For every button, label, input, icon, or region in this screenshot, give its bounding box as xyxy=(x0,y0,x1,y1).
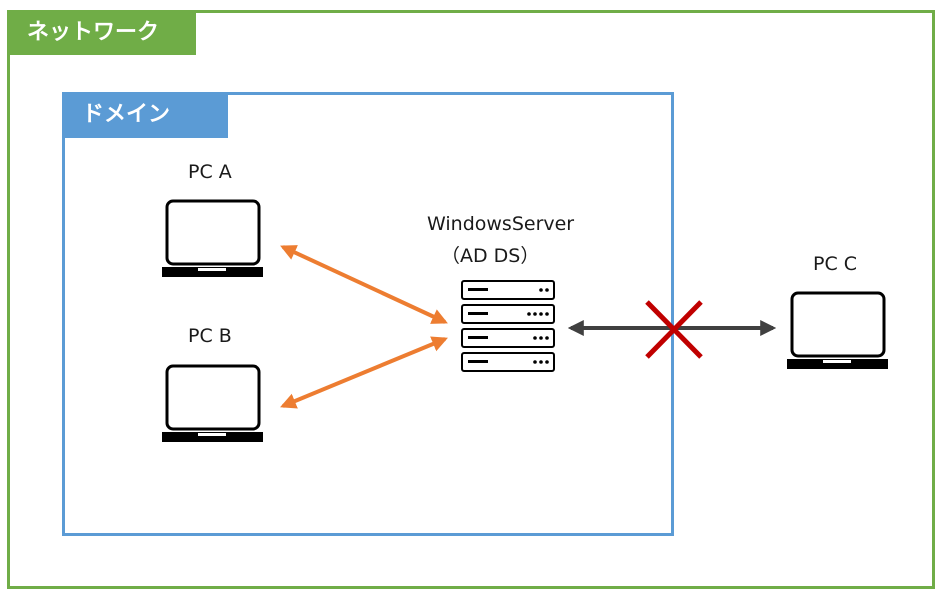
pc-b-label: PC B xyxy=(188,325,232,347)
network-tab: ネットワーク xyxy=(7,10,196,55)
domain-tab: ドメイン xyxy=(62,92,228,138)
server-role-label: （AD DS） xyxy=(441,245,540,267)
domain-frame xyxy=(62,92,674,536)
blocked-x-icon xyxy=(645,300,703,359)
arrow-pc-a-server xyxy=(280,245,448,324)
pc-c-label: PC C xyxy=(813,253,858,275)
arrow-pc-b-server xyxy=(280,336,448,409)
network-label: ネットワーク xyxy=(27,19,160,45)
pc-c-laptop-icon xyxy=(787,291,888,369)
pc-a-label: PC A xyxy=(188,161,232,183)
pc-a-laptop-icon xyxy=(162,199,263,277)
server-icon xyxy=(461,280,555,372)
server-icon-details xyxy=(468,288,549,364)
pc-b-laptop-icon xyxy=(162,364,263,442)
network-frame xyxy=(7,10,935,589)
server-name-label: WindowsServer xyxy=(427,213,575,235)
domain-label: ドメイン xyxy=(82,102,171,127)
